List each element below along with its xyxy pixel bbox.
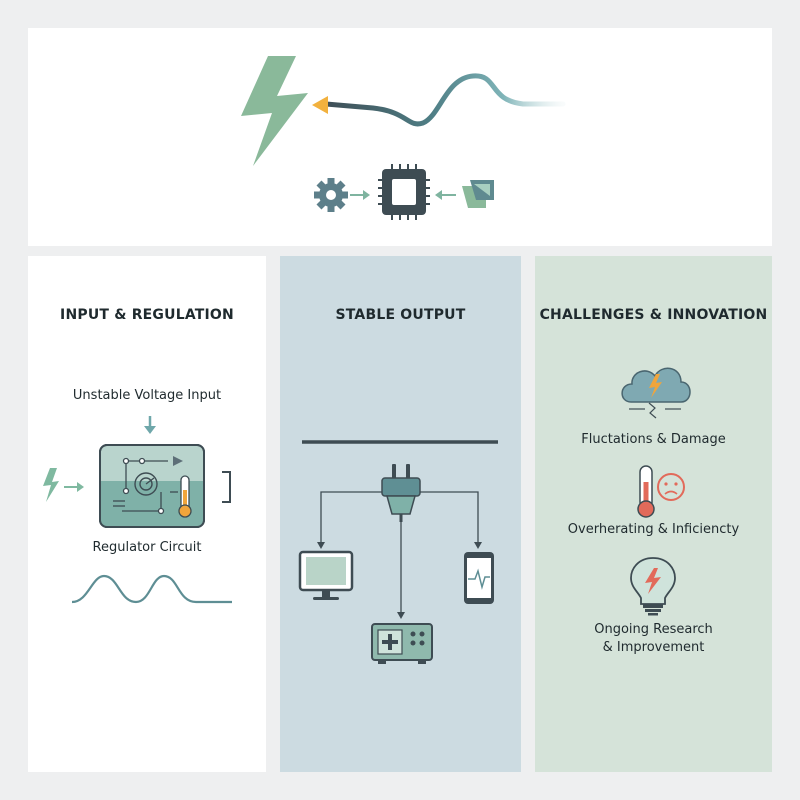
stable-output-panel: STABLE OUTPUT bbox=[280, 256, 521, 772]
stable-output-heading: STABLE OUTPUT bbox=[335, 307, 466, 323]
arrow-right-icon bbox=[350, 190, 370, 200]
bracket-icon bbox=[222, 471, 231, 503]
storm-cloud-icon bbox=[621, 367, 691, 419]
lightbulb-icon bbox=[630, 557, 676, 616]
arrow-down-icon bbox=[144, 416, 156, 434]
fluctuations-label: Fluctations & Damage bbox=[581, 432, 726, 447]
regulator-circuit-icon bbox=[99, 444, 205, 528]
component-icon bbox=[462, 180, 494, 208]
output-illustration bbox=[298, 440, 498, 664]
power-cable-icon bbox=[312, 73, 566, 127]
research-label-line1: Ongoing Research bbox=[594, 622, 713, 637]
challenges-innovation-heading: CHALLENGES & INNOVATION bbox=[539, 307, 768, 323]
input-regulation-panel: INPUT & REGULATION Unstable Voltage Inpu… bbox=[28, 256, 266, 772]
thermometer-icon bbox=[637, 465, 655, 518]
regulation-illustration bbox=[43, 416, 232, 604]
lightning-input-icon bbox=[43, 468, 84, 502]
voltage-wave-icon bbox=[71, 574, 232, 604]
regulator-circuit-label: Regulator Circuit bbox=[92, 540, 202, 555]
power-plug-icon bbox=[381, 464, 421, 522]
medical-device-icon bbox=[371, 623, 433, 664]
header-illustration bbox=[241, 56, 566, 220]
arrow-left-icon bbox=[435, 190, 456, 200]
research-label-line2: & Improvement bbox=[602, 640, 705, 655]
challenges-innovation-panel: CHALLENGES & INNOVATION Fluctations & Da… bbox=[535, 256, 772, 772]
monitor-icon bbox=[298, 550, 354, 600]
connector-lines bbox=[320, 491, 479, 614]
smartphone-icon bbox=[464, 552, 494, 604]
challenges-illustration bbox=[621, 367, 691, 616]
sad-face-icon bbox=[657, 473, 685, 501]
overheating-label: Overherating & Inficiencty bbox=[567, 522, 740, 537]
lightning-icon bbox=[241, 56, 308, 166]
gear-icon bbox=[314, 178, 348, 212]
microchip-icon bbox=[378, 164, 430, 220]
header-banner bbox=[28, 28, 772, 246]
input-regulation-heading: INPUT & REGULATION bbox=[60, 307, 234, 323]
unstable-voltage-label: Unstable Voltage Input bbox=[72, 388, 222, 403]
